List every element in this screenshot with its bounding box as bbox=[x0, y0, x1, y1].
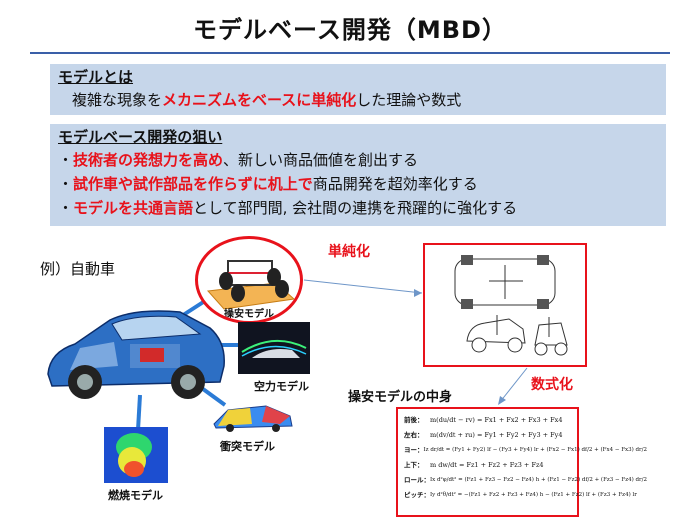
equation-name: ヨー： bbox=[404, 446, 424, 454]
equation-name: 上下： bbox=[404, 461, 424, 469]
equation-expr: Ix d²φ/dt² = (Fz1 + Fz3 − Fz2 − Fz4) h +… bbox=[430, 477, 648, 483]
equation-expr: m dw/dt = Fz1 + Fz2 + Fz3 + Fz4 bbox=[430, 461, 544, 469]
goal-highlight: 試作車や試作部品を作らずに机上で bbox=[73, 175, 313, 193]
simplification-label: 単純化 bbox=[328, 244, 370, 260]
equation-row: ロール：Ix d²φ/dt² = (Fz1 + Fz3 − Fz2 − Fz4)… bbox=[404, 473, 647, 488]
equation-name: 左右： bbox=[404, 431, 424, 439]
goal-bullet: ・ bbox=[58, 199, 74, 217]
goal-text: 商品開発を超効率化する bbox=[312, 175, 478, 193]
equation-expr: Iy d²θ/dt² = −(Fz1 + Fz2 + Fz3 + Fz4) h … bbox=[430, 492, 637, 498]
handling-model-image bbox=[206, 260, 296, 310]
equation-expr: m(dv/dt + ru) = Fy1 + Fy2 + Fy3 + Fy4 bbox=[430, 431, 563, 439]
goals-box: モデルベース開発の狙い ・技術者の発想力を高め、新しい商品価値を創出する ・試作… bbox=[50, 124, 666, 226]
goal-item-3: ・モデルを共通言語として部門間, 会社間の連携を飛躍的に強化する bbox=[58, 196, 658, 220]
example-label: 例）自動車 bbox=[40, 260, 116, 278]
goals-heading: モデルベース開発の狙い bbox=[58, 128, 223, 146]
definition-text-1: 複雑な現象を bbox=[72, 91, 163, 109]
aero-model-label: 空力モデル bbox=[254, 380, 309, 393]
equation-row: 上下： m dw/dt = Fz1 + Fz2 + Fz3 + Fz4 bbox=[404, 458, 571, 473]
equations-box: 前後： m(du/dt − rv) = Fx1 + Fx2 + Fx3 + Fx4… bbox=[396, 407, 647, 517]
goal-bullet: ・ bbox=[58, 175, 74, 193]
goal-bullet: ・ bbox=[58, 151, 74, 169]
equation-name: 前後： bbox=[404, 416, 424, 424]
goal-highlight: モデルを共通言語 bbox=[73, 199, 194, 217]
definition-box: モデルとは 複雑な現象をメカニズムをベースに単純化した理論や数式 bbox=[50, 64, 666, 115]
equation-row: 左右： m(dv/dt + ru) = Fy1 + Fy2 + Fy3 + Fy4 bbox=[404, 428, 571, 443]
combustion-model-image bbox=[104, 427, 168, 483]
crash-model-label: 衝突モデル bbox=[220, 440, 275, 453]
handling-model-label: 操安モデル bbox=[224, 309, 274, 320]
aero-model-image bbox=[238, 322, 310, 374]
free-body-diagram-box bbox=[423, 243, 587, 367]
goal-text: として部門間, 会社間の連携を飛躍的に強化する bbox=[193, 199, 518, 217]
goal-text: 、新しい商品価値を創出する bbox=[223, 151, 419, 169]
formulation-label: 数式化 bbox=[531, 377, 573, 393]
crash-model-image bbox=[213, 405, 293, 432]
car-cutaway-image bbox=[47, 310, 225, 399]
definition-highlight: メカニズムをベースに単純化 bbox=[162, 91, 357, 109]
goal-highlight: 技術者の発想力を高め bbox=[73, 151, 224, 169]
definition-heading: モデルとは bbox=[58, 68, 134, 86]
goal-item-1: ・技術者の発想力を高め、新しい商品価値を創出する bbox=[58, 148, 658, 172]
handling-model-frame: 操安モデル bbox=[195, 236, 303, 324]
equation-row: ヨー：Iz dr/dt = (Fy1 + Fy2) lf − (Fy3 + Fy… bbox=[404, 443, 647, 458]
page-title: モデルベース開発（MBD） bbox=[193, 16, 507, 44]
combustion-model-label: 燃焼モデル bbox=[108, 489, 163, 502]
equation-expr: m(du/dt − rv) = Fx1 + Fx2 + Fx3 + Fx4 bbox=[430, 416, 563, 424]
equation-expr: Iz dr/dt = (Fy1 + Fy2) lf − (Fy3 + Fy4) … bbox=[423, 447, 648, 453]
equation-row: 前後： m(du/dt − rv) = Fx1 + Fx2 + Fx3 + Fx4 bbox=[404, 413, 571, 428]
equation-row: ピッチ：Iy d²θ/dt² = −(Fz1 + Fz2 + Fz3 + Fz4… bbox=[404, 488, 637, 503]
definition-text-2: した理論や数式 bbox=[356, 91, 462, 109]
goal-item-2: ・試作車や試作部品を作らずに机上で商品開発を超効率化する bbox=[58, 172, 658, 196]
model-contents-title: 操安モデルの中身 bbox=[348, 390, 453, 405]
free-body-diagram bbox=[454, 255, 568, 356]
equation-name: ロール： bbox=[404, 476, 430, 484]
equation-name: ピッチ： bbox=[404, 491, 430, 499]
definition-text: 複雑な現象をメカニズムをベースに単純化した理論や数式 bbox=[58, 88, 658, 112]
title-underline bbox=[30, 52, 670, 54]
